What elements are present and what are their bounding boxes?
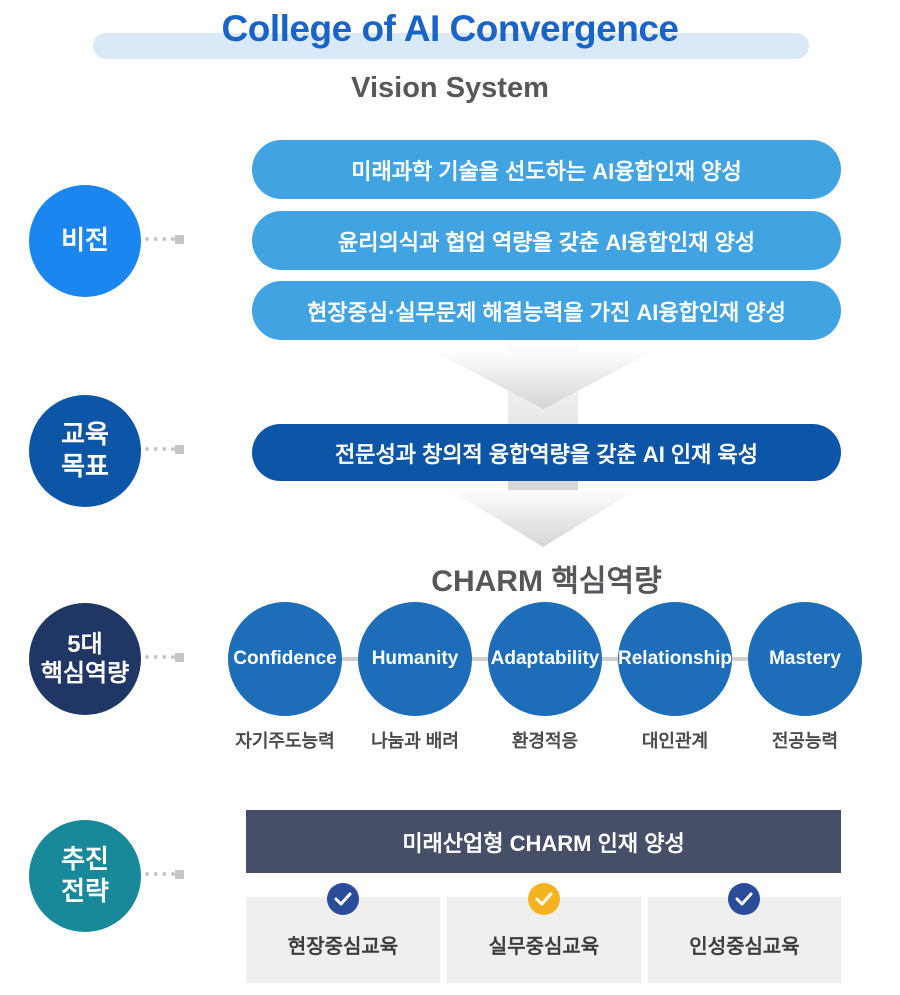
competency-korean-label: 전공능력 [771,731,839,751]
competency-circle-mastery: Mastery [748,602,862,716]
strategy-box-character: 인성중심교육 [648,897,841,983]
connector-tip [175,445,184,454]
core-section-label-line2: 핵심역량 [40,660,130,687]
vision-statement-text: 현장중심·실무문제 해결능력을 가진 AI융합인재 양성 [307,299,786,325]
check-icon [535,892,553,906]
competency-name: Confidence [233,648,337,669]
arrow-head-lower [450,490,636,547]
competency-name: Humanity [371,648,459,669]
vision-statement-text: 윤리의식과 협업 역량을 갖춘 AI융합인재 양성 [338,229,755,255]
competency-circle-confidence: Confidence [228,602,342,716]
vision-statement-pill: 현장중심·실무문제 해결능력을 가진 AI융합인재 양성 [252,281,841,340]
vision-section-circle: 비전 [29,185,141,297]
vision-statement-text: 미래과학 기술을 선도하는 AI융합인재 양성 [351,158,742,184]
goal-statement-text: 전문성과 창의적 융합역량을 갖춘 AI 인재 육성 [335,441,758,467]
goal-statement-bar: 전문성과 창의적 융합역량을 갖춘 AI 인재 육성 [252,424,841,481]
strategy-box-label: 인성중심교육 [689,935,800,958]
competency-circle-relationship: Relationship [618,602,732,716]
competency-link-line [730,657,750,661]
competency-circle-adaptability: Adaptability [488,602,602,716]
competency-name: Adaptability [490,648,600,669]
check-icon [735,892,753,906]
goal-section-circle: 교육 목표 [29,395,141,507]
page-subtitle: Vision System [351,72,549,104]
competency-name: Relationship [618,648,733,669]
goal-connector [145,445,184,454]
strategy-headline-text: 미래산업형 CHARM 인재 양성 [402,830,685,856]
check-icon [334,892,352,906]
competency-korean-label: 환경적응 [511,731,579,751]
strategy-section-label-line2: 전략 [61,876,109,906]
connector-tip [175,235,184,244]
competency-korean-label: 자기주도능력 [235,731,335,751]
core-section-label-line1: 5대 [67,630,103,658]
connector-tip [175,870,184,879]
core-connector [145,653,184,662]
strategy-box-label: 실무중심교육 [488,935,600,958]
check-badge [327,883,359,915]
title-highlight-pill [93,33,809,59]
vision-statement-pill: 미래과학 기술을 선도하는 AI융합인재 양성 [252,140,841,199]
competency-circle-humanity: Humanity [358,602,472,716]
competency-link-line [600,657,620,661]
strategy-box-label: 현장중심교육 [287,935,399,958]
down-arrow-graphic [435,338,652,547]
vision-section-label: 비전 [61,225,109,256]
goal-section-label-line1: 교육 [61,419,109,450]
check-badge [528,883,560,915]
charm-title: CHARM 핵심역량 [431,565,662,598]
strategy-section-label-line1: 추진 [61,844,109,875]
strategy-headline-bar: 미래산업형 CHARM 인재 양성 [246,810,841,873]
competency-name: Mastery [769,648,841,669]
strategy-connector [145,870,184,879]
competency-link-line [470,657,490,661]
vision-statement-pill: 윤리의식과 협업 역량을 갖춘 AI융합인재 양성 [252,211,841,270]
competency-korean-label: 대인관계 [641,731,709,751]
vision-connector [145,235,184,244]
check-badge [728,883,760,915]
connector-tip [175,653,184,662]
competency-korean-label: 나눔과 배려 [371,731,459,751]
core-section-circle: 5대 핵심역량 [29,603,141,715]
competency-link-line [340,657,360,661]
goal-section-label-line2: 목표 [61,451,109,481]
strategy-section-circle: 추진 전략 [29,820,141,932]
arrow-head-upper [435,352,652,409]
page-title: College of AI Convergence [221,8,679,49]
